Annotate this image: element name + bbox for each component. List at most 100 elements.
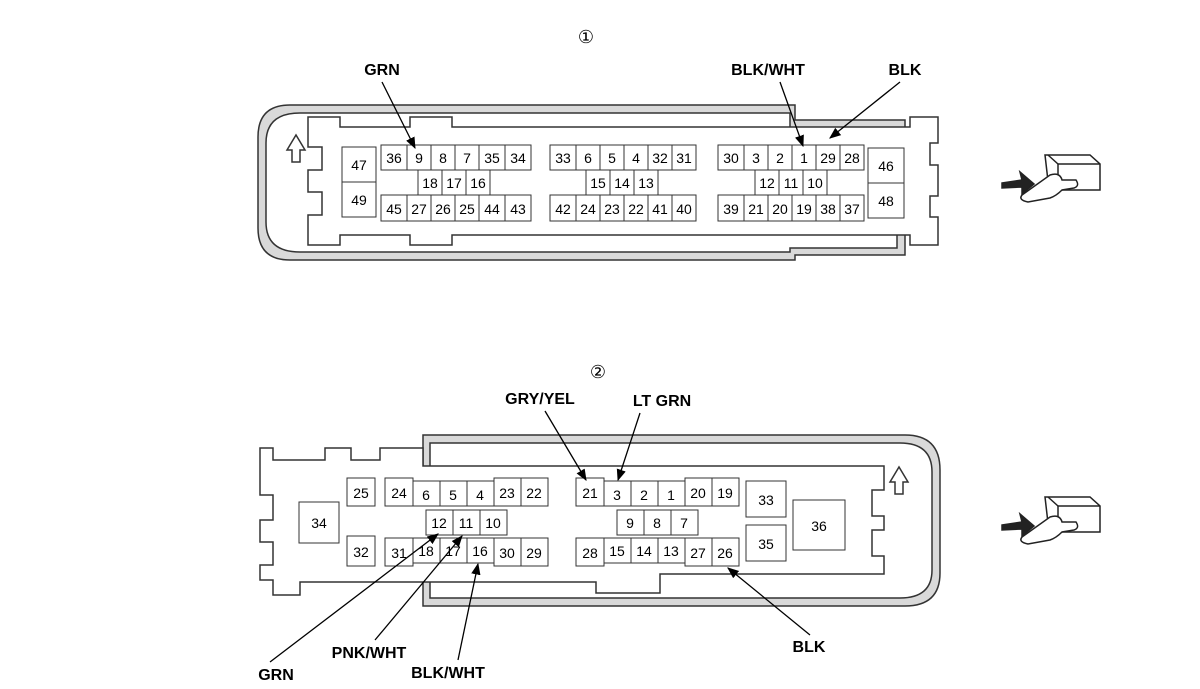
pin-14: 14 — [636, 543, 652, 559]
pin-16: 16 — [472, 543, 488, 559]
pin-45: 45 — [386, 201, 402, 217]
wire-label-pnk-wht: PNK/WHT — [332, 645, 407, 662]
pin-4: 4 — [476, 487, 484, 503]
pin-23: 23 — [604, 201, 620, 217]
wire-label-grn: GRN — [364, 62, 400, 79]
pin-1: 1 — [800, 150, 808, 166]
pin-36: 36 — [386, 150, 402, 166]
connector-1-pin-labels: 47 49 36 9 8 7 35 34 18 17 16 45 27 26 2… — [351, 150, 894, 217]
pin-20: 20 — [690, 485, 706, 501]
hand-connector-icon — [1001, 496, 1101, 545]
pin-5: 5 — [608, 150, 616, 166]
pin-36: 36 — [811, 518, 827, 534]
pin-25: 25 — [459, 201, 475, 217]
pin-29: 29 — [526, 545, 542, 561]
pin-12: 12 — [759, 175, 775, 191]
pin-8: 8 — [439, 150, 447, 166]
pin-35: 35 — [484, 150, 500, 166]
pin-24: 24 — [580, 201, 596, 217]
pin-32: 32 — [353, 544, 369, 560]
pin-9: 9 — [415, 150, 423, 166]
pin-41: 41 — [652, 201, 668, 217]
pin-5: 5 — [449, 487, 457, 503]
pin-2: 2 — [776, 150, 784, 166]
pin-28: 28 — [844, 150, 860, 166]
connector-1-pins — [341, 144, 905, 222]
pin-14: 14 — [614, 175, 630, 191]
pin-16: 16 — [470, 175, 486, 191]
pin-2: 2 — [640, 487, 648, 503]
wire-label-lt-grn: LT GRN — [633, 393, 691, 410]
pin-17: 17 — [446, 175, 462, 191]
pin-26: 26 — [435, 201, 451, 217]
pin-19: 19 — [717, 485, 733, 501]
pin-44: 44 — [484, 201, 500, 217]
pin-33: 33 — [555, 150, 571, 166]
pin-31: 31 — [391, 545, 407, 561]
pin-18: 18 — [422, 175, 438, 191]
wire-label-blk: BLK — [889, 62, 922, 79]
pin-35: 35 — [758, 536, 774, 552]
pin-47: 47 — [351, 157, 367, 173]
pin-30: 30 — [723, 150, 739, 166]
pin-26: 26 — [717, 545, 733, 561]
pin-27: 27 — [690, 545, 706, 561]
pin-6: 6 — [584, 150, 592, 166]
connector-1-marker: ① — [578, 27, 594, 48]
pin-31: 31 — [676, 150, 692, 166]
connector-2-pins — [298, 477, 846, 567]
pin-30: 30 — [499, 545, 515, 561]
pin-4: 4 — [632, 150, 640, 166]
pin-29: 29 — [820, 150, 836, 166]
pin-39: 39 — [723, 201, 739, 217]
pin-6: 6 — [422, 487, 430, 503]
pin-25: 25 — [353, 485, 369, 501]
connector-2-marker: ② — [590, 362, 606, 383]
wire-label-gry-yel: GRY/YEL — [505, 391, 575, 408]
pin-37: 37 — [844, 201, 860, 217]
hand-connector-icon — [1001, 154, 1101, 203]
pin-11: 11 — [459, 515, 474, 531]
pin-7: 7 — [463, 150, 471, 166]
pin-20: 20 — [772, 201, 788, 217]
pin-23: 23 — [499, 485, 515, 501]
pin-43: 43 — [510, 201, 526, 217]
pin-40: 40 — [676, 201, 692, 217]
pin-34: 34 — [311, 515, 327, 531]
pin-48: 48 — [878, 193, 894, 209]
pin-18: 18 — [418, 543, 434, 559]
pin-34: 34 — [510, 150, 526, 166]
pin-3: 3 — [613, 487, 621, 503]
pin-13: 13 — [663, 543, 679, 559]
pin-24: 24 — [391, 485, 407, 501]
pin-13: 13 — [638, 175, 654, 191]
wire-label-blk: BLK — [793, 639, 826, 656]
pin-3: 3 — [752, 150, 760, 166]
pin-10: 10 — [807, 175, 823, 191]
pin-42: 42 — [555, 201, 571, 217]
pin-1: 1 — [667, 487, 675, 503]
pin-15: 15 — [609, 543, 625, 559]
pin-21: 21 — [582, 485, 598, 501]
pin-22: 22 — [628, 201, 644, 217]
up-arrow-icon — [888, 465, 910, 495]
pin-28: 28 — [582, 545, 598, 561]
wire-label-blk-wht: BLK/WHT — [411, 665, 485, 682]
pin-33: 33 — [758, 492, 774, 508]
pin-11: 11 — [784, 175, 799, 191]
pin-21: 21 — [748, 201, 764, 217]
pin-7: 7 — [680, 515, 688, 531]
pin-38: 38 — [820, 201, 836, 217]
pin-17: 17 — [445, 543, 461, 559]
pin-32: 32 — [652, 150, 668, 166]
pin-49: 49 — [351, 192, 367, 208]
pin-9: 9 — [626, 515, 634, 531]
pin-22: 22 — [526, 485, 542, 501]
pin-46: 46 — [878, 158, 894, 174]
wire-label-grn: GRN — [258, 667, 294, 684]
pin-12: 12 — [431, 515, 447, 531]
pin-27: 27 — [411, 201, 427, 217]
pin-10: 10 — [485, 515, 501, 531]
pin-15: 15 — [590, 175, 606, 191]
